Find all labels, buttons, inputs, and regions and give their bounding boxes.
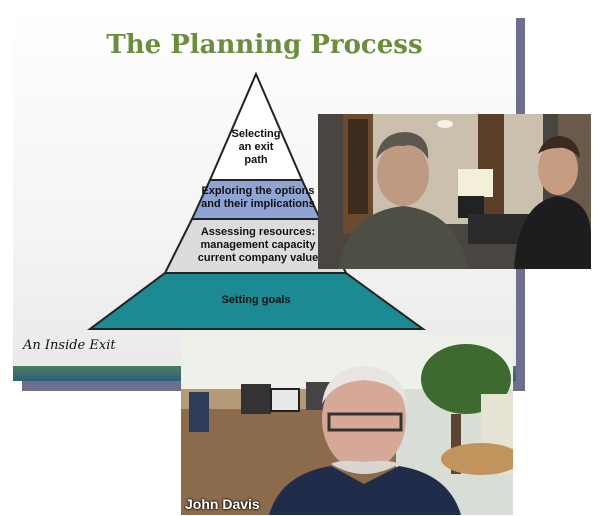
participant-video-tile[interactable]: John Davis [181, 334, 513, 515]
pyramid-label-line: path [244, 154, 268, 166]
slide-title: The Planning Process [106, 30, 423, 60]
pyramid-diagram [86, 71, 427, 330]
slide-footer-text: An Inside Exit [23, 338, 116, 353]
pyramid-label-line: and their implications [201, 198, 315, 210]
pyramid-level-base [86, 272, 427, 330]
pyramid-label-2: Exploring the options and their implicat… [183, 185, 333, 211]
pyramid-label-line: Assessing resources: [200, 226, 316, 238]
participant-video-feed [181, 334, 513, 515]
participant-video-tile[interactable] [318, 114, 591, 269]
pyramid-label-line: management capacity [200, 239, 316, 251]
pyramid-label-line: an exit [238, 141, 274, 153]
pyramid-label-3: Assessing resources: management capacity… [178, 226, 338, 265]
participant-name-label: John Davis [185, 496, 260, 512]
pyramid-label-line: Selecting [231, 128, 281, 140]
pyramid-label-line: Exploring the options [201, 185, 315, 197]
pyramid-label-base: Setting goals [163, 294, 349, 307]
pyramid-label-line: Setting goals [221, 294, 291, 306]
pyramid-label-line: current company value [197, 252, 319, 264]
participant-video-feed [318, 114, 591, 269]
pyramid-label-top: Selecting an exit path [196, 128, 316, 167]
